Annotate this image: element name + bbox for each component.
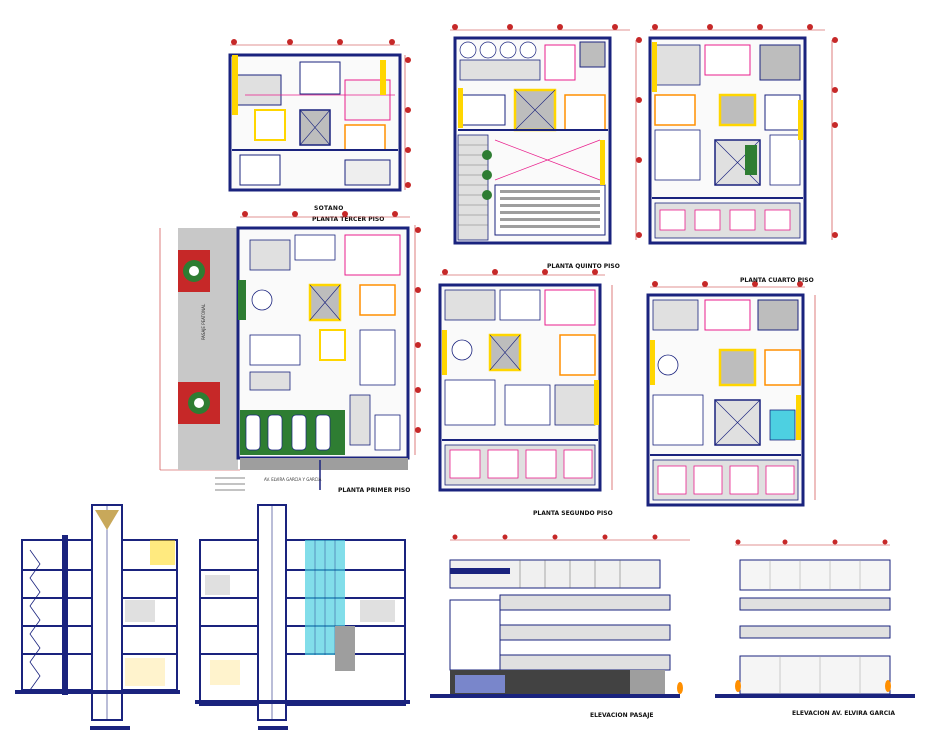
section-a <box>15 504 180 730</box>
elevation-av-elvira-garcia: ELEVACION AV. ELVIRA GARCIA <box>715 539 915 717</box>
label-elevacion-av: ELEVACION AV. ELVIRA GARCIA <box>792 710 895 717</box>
plan-cuarto-piso: PLANTA CUARTO PISO <box>646 277 816 507</box>
label-primer: PLANTA PRIMER PISO <box>338 487 410 494</box>
label-tercer: PLANTA TERCER PISO <box>312 216 384 223</box>
label-elevacion-pasaje: ELEVACION PASAJE <box>590 712 654 719</box>
label-segundo: PLANTA SEGUNDO PISO <box>533 510 613 517</box>
plan-sotano: SOTANO <box>228 39 411 212</box>
plan-primer-piso: PASAJE PEATONAL AV. ELVIRA GARCIA Y <box>159 211 421 494</box>
elevation-pasaje: ELEVACION PASAJE <box>430 534 690 719</box>
plan-quinto-piso: PLANTA QUINTO PISO <box>450 24 642 270</box>
label-cuarto: PLANTA CUARTO PISO <box>740 277 814 284</box>
section-b <box>195 504 410 730</box>
label-quinto: PLANTA QUINTO PISO <box>547 263 620 270</box>
label-pasaje: PASAJE PEATONAL <box>201 303 206 340</box>
plan-segundo-piso: PLANTA SEGUNDO PISO <box>438 269 613 517</box>
plan-tercer-piso: PLANTA TERCER PISO <box>312 24 838 245</box>
label-street: AV. ELVIRA GARCIA Y GARCIA <box>264 477 322 482</box>
label-sotano: SOTANO <box>314 205 344 212</box>
